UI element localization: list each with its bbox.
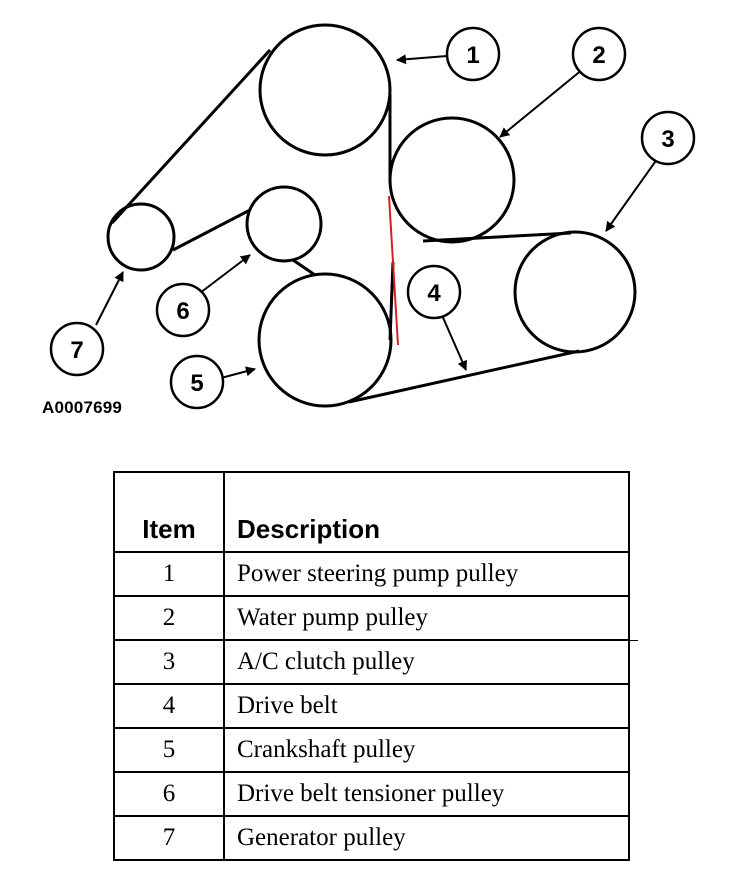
table-row: 7 Generator pulley — [113, 815, 630, 861]
legend-table: Item Description 1 Power steering pump p… — [113, 471, 630, 861]
tensioner-pulley — [245, 185, 323, 263]
callout-7-label: 7 — [70, 337, 83, 364]
row-item: 2 — [113, 595, 225, 641]
row-description: Drive belt tensioner pulley — [223, 771, 630, 817]
callout-5: 5 — [169, 354, 225, 410]
figure-id: A0007699 — [42, 398, 123, 417]
generator-pulley — [106, 202, 176, 272]
callout-1-label: 1 — [466, 42, 479, 69]
leader-arrow-7 — [95, 271, 124, 326]
row-description: Water pump pulley — [223, 595, 630, 641]
leader-arrow-1 — [396, 54, 448, 65]
table-row: 6 Drive belt tensioner pulley — [113, 771, 630, 817]
drive-belt — [110, 48, 580, 404]
leader-arrow-6 — [199, 254, 251, 294]
callout-2-label: 2 — [592, 42, 605, 69]
callout-6-label: 6 — [176, 298, 189, 325]
table-row: 1 Power steering pump pulley — [113, 551, 630, 597]
leader-arrow-4 — [440, 312, 467, 371]
callout-3: 3 — [640, 110, 696, 166]
belt-highlight-mark — [388, 195, 399, 346]
callout-6: 6 — [155, 282, 211, 338]
table-row: 3 A/C clutch pulley — [113, 639, 630, 685]
scan-artifact-line — [628, 640, 638, 641]
row-item: 4 — [113, 683, 225, 729]
callout-2: 2 — [571, 26, 627, 82]
row-item: 3 — [113, 639, 225, 685]
callout-4: 4 — [406, 264, 462, 320]
row-description: Drive belt — [223, 683, 630, 729]
power-steering-pump-pulley — [258, 23, 392, 157]
water-pump-pulley — [388, 116, 516, 244]
row-description: Generator pulley — [223, 815, 630, 861]
table-row: 2 Water pump pulley — [113, 595, 630, 641]
table-row: 5 Crankshaft pulley — [113, 727, 630, 773]
legend-header-row: Item Description — [113, 471, 630, 553]
leader-arrow-3 — [605, 154, 661, 232]
row-description: Crankshaft pulley — [223, 727, 630, 773]
row-description: A/C clutch pulley — [223, 639, 630, 685]
belt-routing-diagram: 1 2 3 4 5 6 7 — [49, 23, 696, 410]
crankshaft-pulley — [257, 272, 393, 408]
leader-arrow-5 — [220, 366, 256, 379]
header-item: Item — [113, 471, 225, 553]
callout-5-label: 5 — [190, 370, 203, 397]
row-description: Power steering pump pulley — [223, 551, 630, 597]
table-row: 4 Drive belt — [113, 683, 630, 729]
callout-3-label: 3 — [661, 126, 674, 153]
row-item: 5 — [113, 727, 225, 773]
row-item: 1 — [113, 551, 225, 597]
callout-1: 1 — [445, 26, 501, 82]
ac-clutch-pulley — [513, 230, 637, 354]
callout-4-label: 4 — [427, 280, 441, 307]
callout-7: 7 — [49, 321, 105, 377]
header-description: Description — [223, 471, 630, 553]
row-item: 6 — [113, 771, 225, 817]
leader-arrow-2 — [499, 68, 584, 138]
row-item: 7 — [113, 815, 225, 861]
